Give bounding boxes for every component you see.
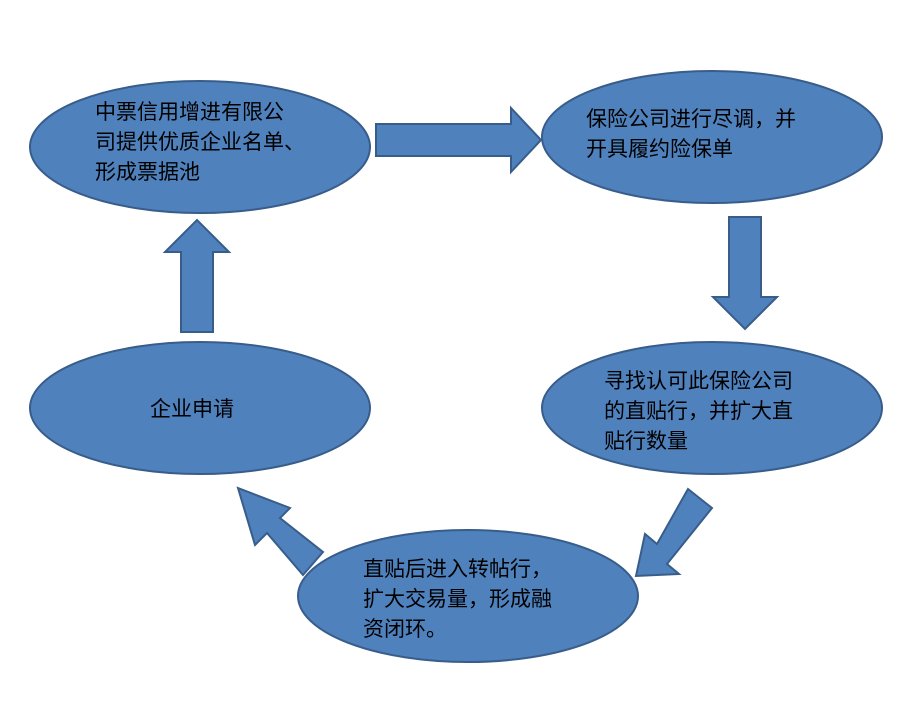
arrow-insurance-to-discount-banks bbox=[710, 216, 780, 331]
arrow-discount-banks-to-rediscount bbox=[634, 487, 714, 578]
node-rediscount-label: 直贴后进入转帖行， 扩大交易量，形成融 资闭环。 bbox=[363, 557, 552, 641]
arrow-rediscount-to-apply bbox=[236, 486, 325, 577]
node-insurance-label: 保险公司进行尽调，并 开具履约险保单 bbox=[586, 107, 796, 161]
arrow-pool-to-insurance bbox=[375, 105, 543, 175]
node-apply-label: 企业申请 bbox=[150, 397, 234, 421]
node-discount-banks-label: 寻找认可此保险公司 的直贴行，并扩大直 贴行数量 bbox=[604, 369, 793, 453]
node-pool-label: 中票信用增进有限公 司提供优质企业名单、 形成票据池 bbox=[95, 100, 305, 184]
node-pool-ellipse bbox=[29, 80, 371, 214]
node-discount-banks-ellipse bbox=[541, 341, 883, 475]
node-apply-ellipse bbox=[29, 341, 371, 475]
node-rediscount-ellipse bbox=[297, 529, 639, 663]
arrow-apply-to-pool bbox=[162, 218, 232, 333]
node-insurance-ellipse bbox=[541, 70, 883, 204]
